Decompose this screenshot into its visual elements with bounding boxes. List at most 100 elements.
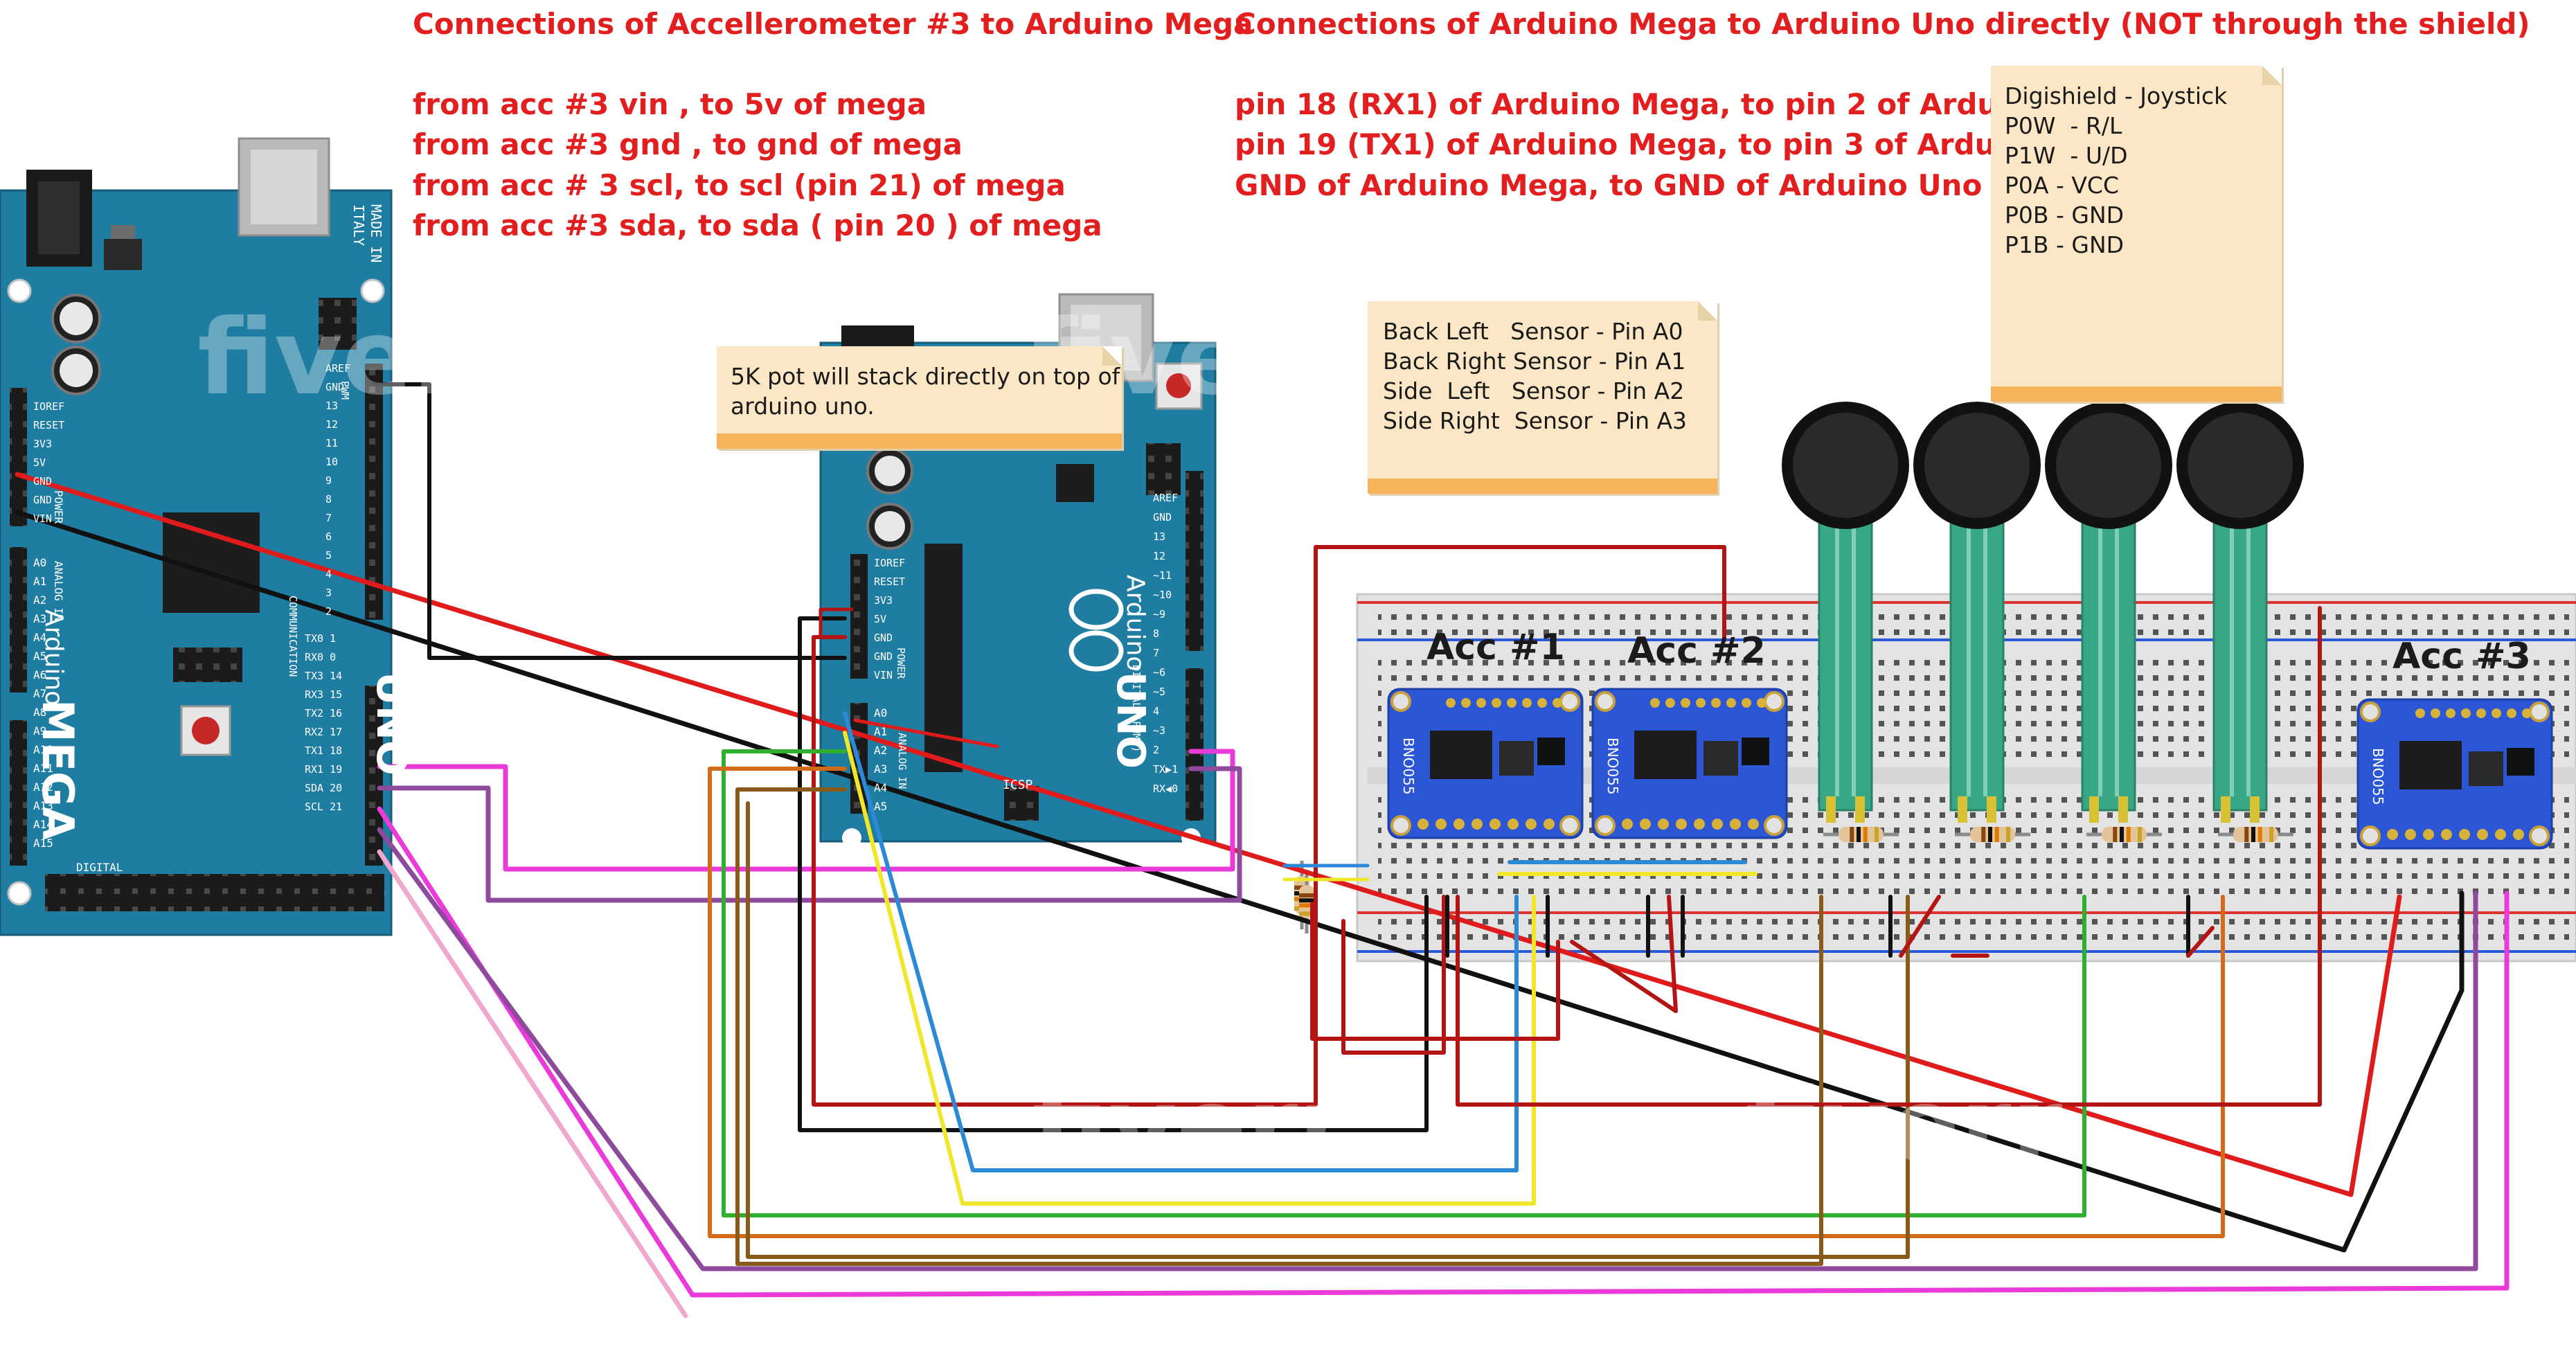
uno-power-pin-label: 5V (874, 613, 887, 625)
digishield-line: P0A - VCC (2005, 172, 2120, 199)
mega-power-pin-label: 3V3 (33, 438, 53, 450)
acc-pin (1476, 698, 1486, 708)
wire-scl-to-acc3 (377, 827, 2478, 1271)
acc-pin (1748, 819, 1759, 830)
mega-section-comm: COMMUNICATION (287, 596, 299, 677)
acc-pin (1454, 819, 1465, 830)
sensor-stem (2081, 483, 2136, 812)
uno-digital-pin-label: 7 (1153, 647, 1160, 659)
wire-a3 (708, 767, 2225, 1238)
wire-bb-red-4 (1899, 895, 1941, 958)
resistor-band (1299, 898, 1314, 903)
resistor-band (2120, 827, 2124, 842)
acc3-label: Acc #3 (2392, 636, 2531, 677)
mega-analog-pin-label: A5 (33, 650, 47, 663)
sensor-lead (1987, 796, 1996, 823)
acc-chip-label: BNO055 (1400, 738, 1417, 795)
acc-pin (1742, 698, 1751, 708)
acc-pin (1537, 698, 1547, 708)
acc-mount-hole (1559, 691, 1580, 712)
acc-regulator (1430, 731, 1492, 779)
resistor-band (1857, 827, 1861, 842)
acc3-line-3: from acc # 3 scl, to scl (pin 21) of meg… (413, 168, 1066, 202)
acc-pin (2461, 708, 2471, 718)
wire-uno-5v (812, 635, 1318, 1107)
resistor-band (1299, 893, 1314, 897)
acc-pin (1711, 698, 1721, 708)
mega-section-pwm: PWM (339, 381, 351, 400)
resistor-band (2138, 827, 2142, 842)
wire-sda-to-acc3 (377, 806, 2510, 1298)
watermark-5: fiverr (1032, 1066, 1350, 1187)
acc-pin (2415, 708, 2425, 718)
acc-pin (1461, 698, 1471, 708)
acc-crystal (1537, 738, 1565, 765)
mega-pwm-pin-label: AREF (325, 362, 351, 375)
acc-pin (1712, 819, 1723, 830)
mega-analog-pin-label: A11 (33, 762, 53, 775)
acc-pin (1730, 819, 1741, 830)
mega-comm-pin-label: TX1 18 (305, 744, 343, 757)
mega-analog-pin-label: A10 (33, 743, 53, 756)
acc-pin (1553, 698, 1562, 708)
mega-section-digital: DIGITAL (76, 861, 123, 874)
mega-comm-pin-label: RX3 15 (305, 688, 343, 701)
mega-pwm-pin-label: 10 (325, 456, 339, 468)
resistor-band (1299, 911, 1314, 916)
wire-brown-1 (735, 787, 1823, 1266)
resistor-band (2113, 827, 2118, 842)
wire-bb-red-long (1456, 606, 2322, 1107)
acc-pin (1650, 698, 1660, 708)
mega-pwm-pin-label: 2 (325, 605, 332, 618)
wire-uno-red-top (819, 607, 854, 639)
acc-mount-hole (2529, 702, 2550, 722)
wire-rx1-to-uno (377, 749, 1235, 872)
acc-pin (2423, 829, 2434, 840)
mega-comm-pin-label: TX3 14 (305, 670, 343, 682)
acc2-label: Acc #2 (1627, 630, 1766, 672)
acc-pin (1490, 819, 1501, 830)
sensor-line: Back Left Sensor - Pin A0 (1383, 318, 1683, 345)
acc-pin (2446, 708, 2456, 718)
acc-pin (2476, 708, 2486, 718)
resistor-band (2251, 827, 2255, 842)
acc-mount-hole (1559, 815, 1580, 836)
wire-bb-red-6 (2186, 926, 2215, 958)
digishield-line: P0B - GND (2005, 202, 2125, 229)
acc-pin (1665, 698, 1675, 708)
resistor-band (2006, 827, 2010, 842)
uno-section-power: POWER (895, 647, 907, 679)
mega-pwm-pin-label: 13 (325, 400, 339, 412)
uno-analog-pin-label: A2 (874, 744, 888, 757)
acc-pin (2492, 708, 2501, 718)
uno-digital-pin-label: 13 (1153, 530, 1166, 543)
mega-section-power: POWER (52, 490, 65, 524)
acc-pin (1622, 819, 1633, 830)
mega-analog-pin-label: A8 (33, 706, 47, 719)
mega-pwm-pin-label: 11 (325, 437, 339, 449)
wire-mega-gnd-uno (372, 382, 847, 660)
uno-section-digital: DIGITAL (PWM~) (1130, 665, 1143, 753)
acc-pin (1757, 698, 1766, 708)
resistor-band (1981, 827, 1986, 842)
uno-brand-label: Arduino (1121, 575, 1150, 672)
sensor-lead (1958, 796, 1967, 823)
acc-regulator (1634, 731, 1697, 779)
mega-made-in: MADE IN (368, 204, 384, 263)
mega-pwm-pin-label: 7 (325, 512, 332, 524)
mega-comm-pin-label: TX0 1 (305, 632, 337, 645)
acc-mount-hole (2360, 825, 2381, 846)
wire-brown-2 (746, 801, 1910, 1259)
uno-power-pin-label: 3V3 (874, 594, 893, 607)
pot-line: 5K pot will stack directly on top of (731, 363, 1120, 390)
resistor-band (2244, 827, 2249, 842)
mega-analog-pin-label: A2 (33, 593, 47, 607)
uno-digital-pin-label: ~5 (1153, 686, 1166, 698)
acc-pin (2507, 708, 2516, 718)
mega-comm-pin-label: TX2 16 (305, 707, 343, 720)
arduino-mega-board (0, 137, 393, 936)
acc-pin (1696, 698, 1706, 708)
uno-digital-pin-label: ~10 (1153, 589, 1172, 601)
uno-analog-pin-label: A1 (874, 725, 888, 738)
